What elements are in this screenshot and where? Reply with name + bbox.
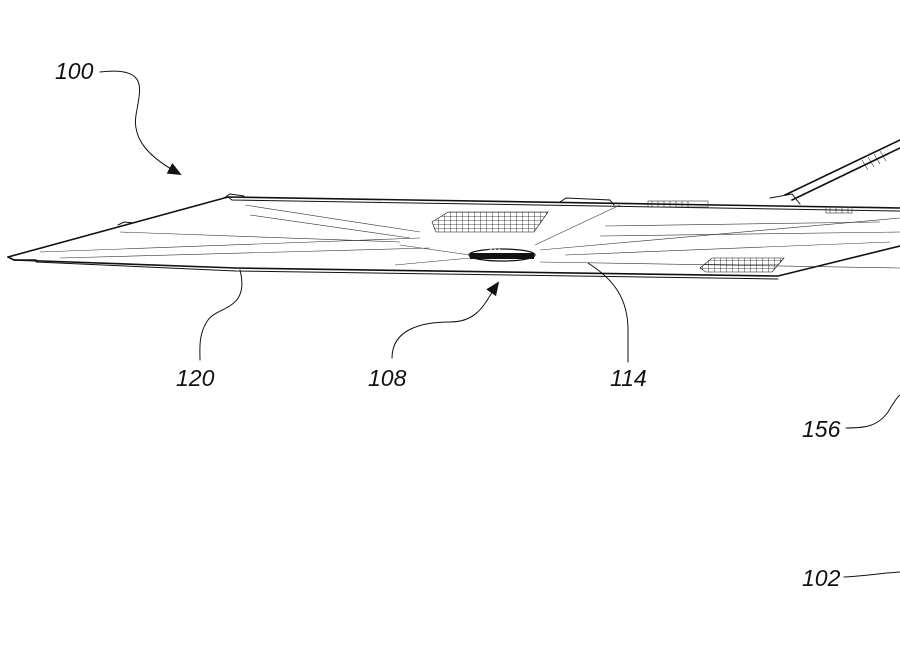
panel-body (7, 139, 900, 280)
leader-108 (391, 281, 500, 359)
label-114: 114 (610, 365, 647, 391)
label-120: 120 (176, 365, 215, 391)
label-156: 156 (802, 416, 841, 442)
label-100: 100 (55, 58, 94, 84)
leader-100 (99, 70, 182, 175)
label-108: 108 (368, 365, 407, 391)
leader-114 (587, 262, 629, 363)
center-hub (468, 248, 536, 262)
label-102: 102 (802, 565, 841, 591)
leader-120 (199, 269, 243, 361)
leader-156 (845, 394, 900, 429)
leader-102 (843, 571, 900, 578)
